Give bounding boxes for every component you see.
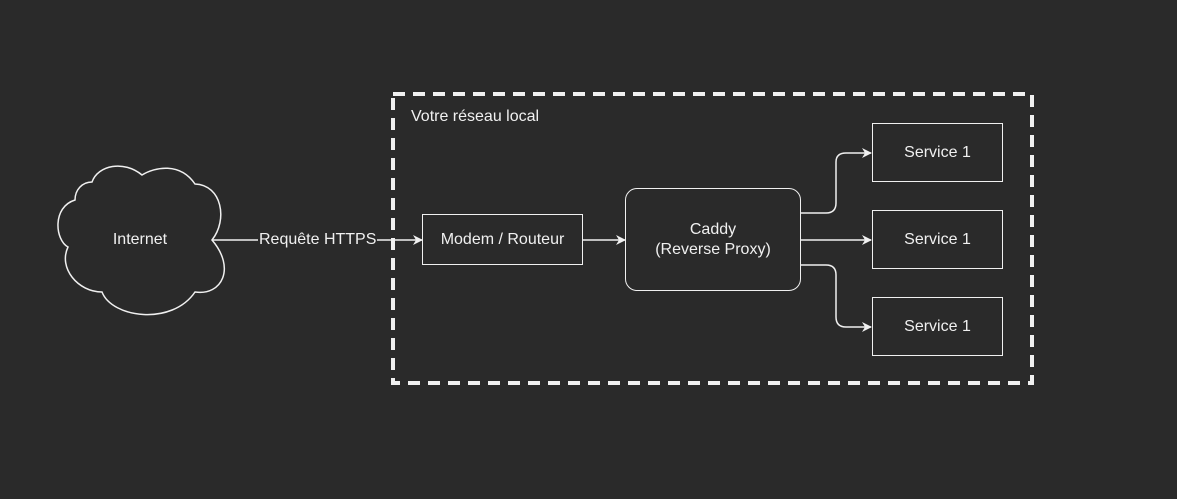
service-label: Service 1 (904, 143, 971, 161)
edge-caddy-to-service-3 (800, 264, 872, 332)
service-label: Service 1 (904, 230, 971, 248)
local-network-boundary (391, 92, 1034, 385)
caddy-reverse-proxy-node: Caddy (Reverse Proxy) (625, 188, 801, 291)
modem-router-node: Modem / Routeur (422, 214, 583, 265)
caddy-label: Caddy (689, 220, 737, 238)
edge-label-https-request: Requête HTTPS (258, 230, 378, 250)
service-node: Service 1 (872, 297, 1003, 356)
local-network-title: Votre réseau local (411, 108, 540, 125)
caddy-subtitle: (Reverse Proxy) (655, 240, 771, 258)
internet-label: Internet (112, 231, 168, 248)
service-node: Service 1 (872, 123, 1003, 182)
edge-caddy-to-service-1 (800, 148, 872, 214)
internet-cloud-shape (57, 165, 225, 316)
service-node: Service 1 (872, 210, 1003, 269)
modem-router-label: Modem / Routeur (440, 230, 565, 248)
service-label: Service 1 (904, 317, 971, 335)
